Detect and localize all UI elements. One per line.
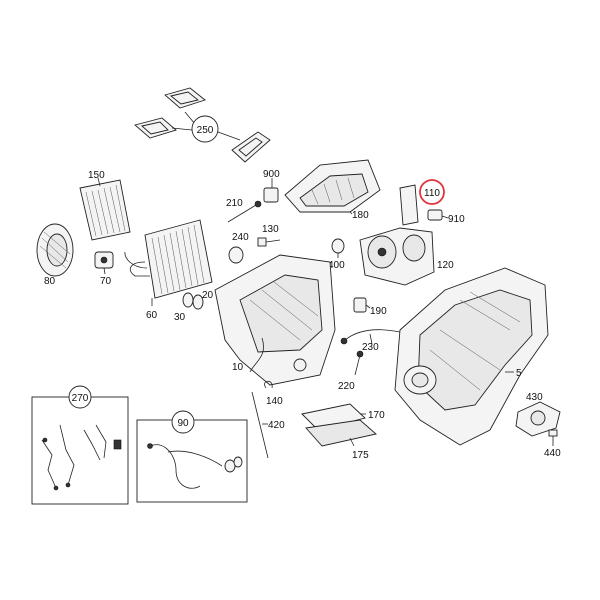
- callout-400: 400: [328, 260, 345, 271]
- callout-90: 90: [177, 418, 189, 429]
- housing-left-10: 10: [214, 254, 336, 386]
- blower-unit-120: 120: [359, 227, 454, 286]
- hose-230: 230: [340, 329, 401, 353]
- callout-110: 110: [424, 188, 440, 199]
- callout-80: 80: [44, 276, 56, 287]
- callout-190: 190: [370, 306, 387, 317]
- housing-main-5: 5: [394, 267, 549, 446]
- actuator-70: 70: [94, 251, 114, 287]
- callout-180: 180: [352, 210, 369, 221]
- sensor-210: 210: [226, 198, 262, 223]
- blower-fan-80: 80: [36, 223, 74, 287]
- rod-420: 420: [251, 391, 285, 459]
- callout-150: 150: [88, 170, 105, 181]
- callout-175: 175: [352, 450, 369, 461]
- callout-60: 60: [146, 310, 158, 321]
- evaporator-60: 60: [124, 219, 213, 321]
- callout-10: 10: [232, 362, 244, 373]
- callout-5: 5: [516, 368, 522, 379]
- panel-170: 170: [301, 403, 385, 431]
- callout-210: 210: [226, 198, 243, 209]
- seal-30: 30: [174, 292, 194, 323]
- callout-circle: [191, 115, 219, 143]
- screw-130: 130: [257, 224, 281, 247]
- callout-120: 120: [437, 260, 454, 271]
- callout-910: 910: [448, 214, 465, 225]
- clip-140: 140: [264, 380, 283, 407]
- screw-440: 440: [544, 429, 561, 459]
- sensor-220: 220: [338, 350, 364, 392]
- wiring-box-270: 270: [31, 385, 129, 505]
- callout-900: 900: [263, 169, 280, 180]
- callout-20: 20: [202, 290, 214, 301]
- callout-230: 230: [362, 342, 379, 353]
- callout-30: 30: [174, 312, 186, 323]
- flap-110: 110: [399, 179, 445, 226]
- clip-910: 910: [427, 209, 465, 225]
- panel-175: 175: [305, 419, 377, 461]
- callout-270: 270: [72, 393, 89, 404]
- cabin-filter-150: 150: [79, 170, 131, 241]
- grommet-240: 240: [228, 232, 249, 264]
- callout-170: 170: [368, 410, 385, 421]
- hose-kit-box-90: 90: [136, 410, 248, 503]
- seal-20: 20: [192, 290, 214, 310]
- callout-140: 140: [266, 396, 283, 407]
- plug-400: 400: [328, 238, 345, 271]
- highlight-circle: [419, 179, 445, 205]
- callout-420: 420: [268, 420, 285, 431]
- callout-240: 240: [232, 232, 249, 243]
- gasket-set-250: 250: [134, 87, 271, 163]
- callout-250: 250: [197, 125, 214, 136]
- callout-440: 440: [544, 448, 561, 459]
- callout-220: 220: [338, 381, 355, 392]
- control-module-430: 430: [515, 392, 561, 437]
- upper-duct-180: 180: [284, 159, 381, 221]
- callout-430: 430: [526, 392, 543, 403]
- callout-130: 130: [262, 224, 279, 235]
- actuator-190: 190: [353, 297, 387, 317]
- callout-70: 70: [100, 276, 112, 287]
- connector-900: 900: [263, 169, 280, 203]
